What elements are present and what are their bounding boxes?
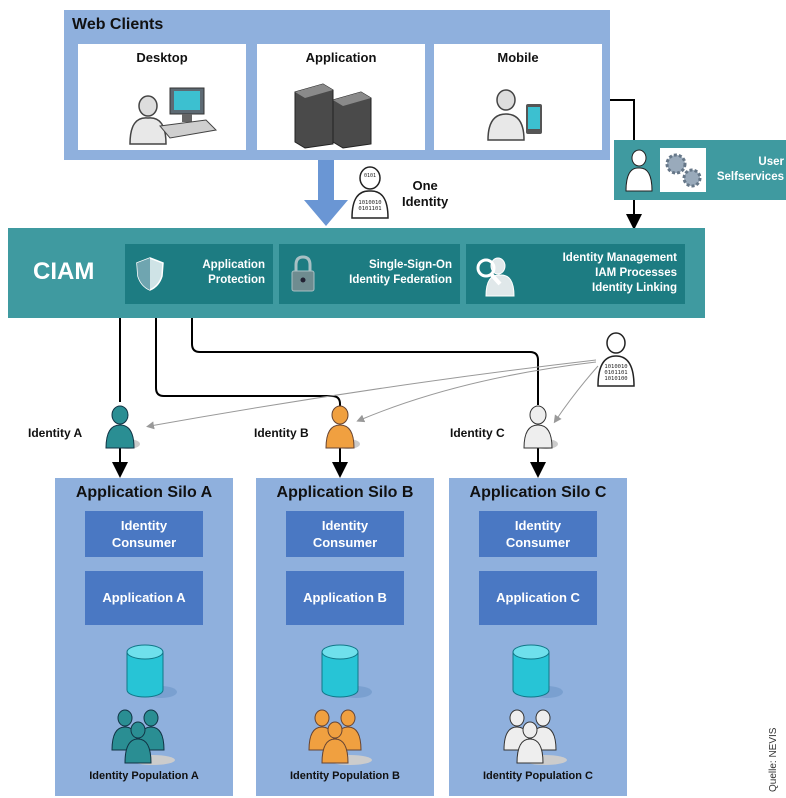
silo-a-population: Identity Population A — [89, 770, 199, 782]
token-to-identity-c-arrow — [553, 365, 599, 424]
population-b-icon — [308, 709, 372, 765]
client-application: Application — [257, 44, 425, 150]
token-to-identity-a-arrow — [146, 359, 597, 430]
gears-icon — [660, 148, 706, 192]
padlock-icon — [291, 255, 315, 292]
svg-text:1010010: 1010010 — [604, 364, 627, 370]
ciam-title: CIAM — [33, 258, 95, 285]
database-icon — [126, 644, 177, 698]
silo-b-application: Application B — [286, 571, 404, 625]
identity-a-label: Identity A — [28, 426, 83, 440]
population-c-icon — [503, 709, 567, 765]
token-to-identity-b-arrow — [356, 361, 597, 423]
svg-text:1010010: 1010010 — [358, 200, 381, 206]
identity-search-icon — [476, 257, 515, 297]
identity-token-icon: 1010010 0101101 0101 — [351, 166, 389, 219]
ciam-box-line: Identity Management — [562, 252, 677, 264]
one-identity-line1: One — [412, 178, 438, 193]
silo-consumer-line: Identity — [120, 518, 168, 533]
silo-c: Application Silo C Identity Consumer App… — [449, 478, 627, 796]
silo-a-identity-consumer: Identity Consumer — [85, 511, 203, 557]
silo-b-identity-consumer: Identity Consumer — [286, 511, 404, 557]
selfservices-line1: User — [758, 156, 784, 168]
ciam-box-line: Application — [202, 259, 265, 271]
identity-c-label: Identity C — [450, 426, 505, 440]
svg-text:0101: 0101 — [364, 173, 376, 179]
ciam-box-line: Identity Linking — [592, 282, 677, 294]
source-credit: Quelle: NEVIS — [768, 727, 779, 792]
server-icon — [294, 83, 372, 149]
ciam-application-protection-text: Application Protection — [202, 258, 265, 288]
ciam-box-line: Protection — [208, 274, 265, 286]
silo-c-identity-consumer: Identity Consumer — [479, 511, 597, 557]
client-desktop-label: Desktop — [136, 50, 188, 65]
silo-consumer-line: Consumer — [312, 535, 378, 550]
silo-a: Application Silo A Identity Consumer App… — [55, 478, 233, 796]
web-clients-panel: Web Clients Desktop Application Mobile — [64, 10, 610, 160]
identity-b-label: Identity B — [254, 426, 309, 440]
identity-c-user-icon — [523, 405, 558, 449]
mobile-to-selfservices-line — [610, 99, 635, 140]
ciam-single-sign-on-text: Single-Sign-On Identity Federation — [349, 258, 452, 288]
one-identity-line2: Identity — [402, 194, 449, 209]
ciam-to-identity-c-line — [191, 318, 539, 405]
ciam-application-protection: Application Protection — [125, 244, 273, 304]
client-application-label: Application — [305, 50, 377, 65]
shield-icon — [136, 257, 164, 291]
ciam-box-line: Identity Federation — [349, 274, 452, 286]
silo-consumer-line: Identity — [514, 518, 562, 533]
client-desktop: Desktop — [78, 44, 246, 150]
silo-b-title: Application Silo B — [276, 484, 414, 501]
web-to-ciam-arrow — [304, 160, 348, 226]
identity-b-user-icon — [325, 405, 360, 449]
silo-b: Application Silo B Identity Consumer App… — [256, 478, 434, 796]
client-mobile: Mobile — [434, 44, 602, 150]
svg-text:1010100: 1010100 — [604, 376, 627, 382]
silo-consumer-line: Identity — [321, 518, 369, 533]
one-identity-label: One Identity — [402, 178, 448, 210]
database-icon — [321, 644, 372, 698]
ciam-single-sign-on: Single-Sign-On Identity Federation — [279, 244, 460, 304]
database-icon — [512, 644, 563, 698]
silo-consumer-line: Consumer — [111, 535, 177, 550]
ciam-to-identity-b-line — [155, 318, 341, 408]
silo-a-title: Application Silo A — [75, 484, 213, 501]
silo-c-application: Application C — [479, 571, 597, 625]
selfservices-label: User Selfservices — [717, 155, 784, 185]
svg-text:0101101: 0101101 — [604, 370, 627, 376]
ciam-identity-management: Identity Management IAM Processes Identi… — [466, 244, 685, 304]
ciam-box-line: IAM Processes — [595, 267, 677, 279]
silo-b-population: Identity Population B — [290, 770, 400, 782]
selfservice-user-icon — [625, 149, 653, 192]
silo-consumer-line: Consumer — [505, 535, 571, 550]
identity-a-user-icon — [105, 405, 140, 449]
mobile-user-icon — [487, 89, 542, 141]
ciam-box-line: Single-Sign-On — [368, 259, 452, 271]
svg-text:0101101: 0101101 — [358, 206, 381, 212]
silo-a-application: Application A — [85, 571, 203, 625]
client-mobile-label: Mobile — [497, 50, 539, 65]
selfservices-line2: Selfservices — [716, 171, 784, 183]
identity-token-icon: 1010010 0101101 1010100 — [597, 332, 635, 387]
ciam-panel: CIAM Application Protection Single-Sign-… — [8, 228, 705, 318]
desktop-user-icon — [129, 87, 218, 145]
silo-c-title: Application Silo C — [469, 484, 607, 501]
ciam-identity-management-text: Identity Management IAM Processes Identi… — [563, 251, 677, 296]
population-a-icon — [111, 709, 175, 765]
silo-c-population: Identity Population C — [483, 770, 593, 782]
web-clients-title: Web Clients — [72, 16, 164, 33]
selfservices-panel: User Selfservices — [614, 140, 786, 200]
